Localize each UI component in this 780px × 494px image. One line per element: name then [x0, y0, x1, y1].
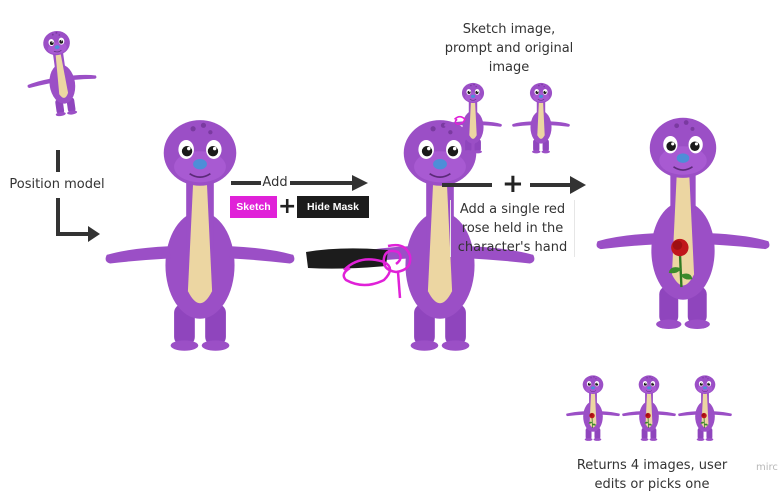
- combine-arrow-right: [530, 176, 590, 196]
- position-model-label: Position model: [2, 175, 112, 194]
- watermark-text: mirc: [756, 462, 778, 473]
- prompt-text: Add a single red rose held in the charac…: [450, 200, 575, 257]
- position-arrow-top: [56, 150, 60, 172]
- result-model-image: [596, 98, 770, 348]
- result-thumbnail-2: [622, 362, 676, 454]
- original-thumbnail: [512, 68, 570, 168]
- rose-sketch-scribble: [340, 240, 420, 302]
- sketch-thumbnail: [444, 68, 502, 168]
- result-thumbnail-3: [678, 362, 732, 454]
- result-thumbnail-1: [566, 362, 620, 454]
- sketch-badge: Sketch: [230, 196, 277, 218]
- plus-icon: +: [278, 196, 296, 218]
- position-arrow-bottom: [52, 196, 104, 240]
- results-caption: Returns 4 images, user edits or picks on…: [572, 456, 732, 494]
- combine-plus-icon: +: [502, 173, 524, 195]
- add-arrow-line-left: [231, 181, 261, 185]
- positioned-model-image: [105, 100, 295, 370]
- combine-line-left: [442, 183, 492, 187]
- add-label: Add: [260, 173, 290, 192]
- small-model-image: [26, 8, 96, 138]
